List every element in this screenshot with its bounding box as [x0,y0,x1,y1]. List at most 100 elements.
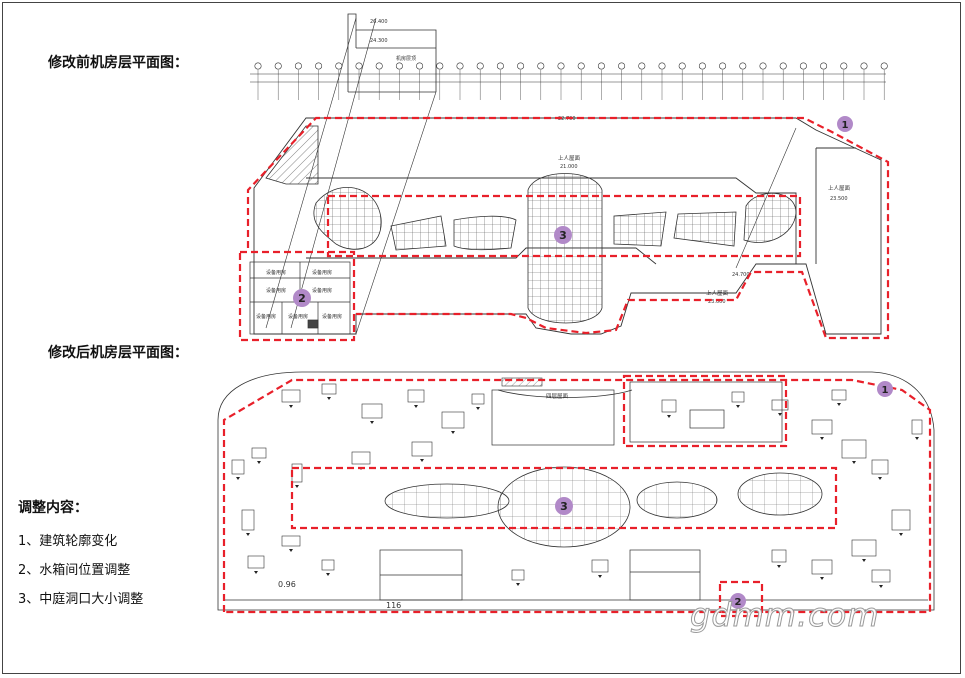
axis-bubble [375,62,383,70]
axis-bubble [517,62,525,70]
axis-bubble [719,62,727,70]
watermark-logo: gdmm.com [689,596,880,635]
hatched-stair-area [265,125,319,185]
equipment-unit [891,509,911,531]
after-atrium-1 [384,483,510,519]
stair-label: 四层屋面 [546,393,569,400]
svg-text:2: 2 [298,292,306,305]
axis-bubble [315,62,323,70]
elev-top-label: 26.400 [370,19,388,25]
svg-text:3: 3 [559,229,567,242]
equipment-unit [281,535,301,547]
equipment-unit [731,391,745,403]
atrium-highlight-3 [326,194,802,258]
svg-text:1: 1 [882,385,889,396]
equipment-unit [251,447,267,459]
after-atrium-3 [636,481,718,519]
axis-bubble [840,62,848,70]
equipment-marker [257,461,261,464]
axis-bubble [759,62,767,70]
axis-bubble [395,62,403,70]
equipment-marker [246,533,250,536]
equipment-unit [231,459,245,475]
atrium-openings [313,173,797,324]
equipment-rooms [249,261,351,335]
axis-bubble [739,62,747,70]
equipment-unit [911,419,923,435]
axis-bubble [496,62,504,70]
adjustment-notes: 调整内容： 1、建筑轮廓变化 2、水箱间位置调整 3、中庭洞口大小调整 [18,497,208,617]
equipment-unit [361,403,383,419]
equipment-marker [451,431,455,434]
equipment-marker [370,421,374,424]
after-outline-highlight-1 [222,378,932,614]
equipment-unit [841,439,867,459]
equipment-marker [777,565,781,568]
eq-room-3: 设备用房 [266,287,286,294]
equipment-marker [289,405,293,408]
equipment-marker [837,403,841,406]
equipment-marker [820,437,824,440]
atrium-hole-4 [613,211,667,247]
svg-text:2: 2 [735,597,742,608]
atrium-hole-3 [453,215,517,251]
equipment-unit [291,463,303,483]
axis-bubble [355,62,363,70]
axis-bubble [618,62,626,70]
equipment-marker [879,585,883,588]
axis-bubble [436,62,444,70]
after-atrium-highlight-3 [290,466,838,530]
equipment-unit [871,569,891,583]
outline-highlight-1 [246,116,890,340]
equipment-marker [878,477,882,480]
equipment-marker [820,577,824,580]
equipment-unit [247,555,265,569]
equipment-marker [254,571,258,574]
svg-text:3: 3 [560,500,568,513]
before-floor-plan: 26.400 24.300 机房层顶 22.700 上人屋面 21.000 上人… [238,13,890,342]
grid-axis-row [254,62,888,100]
axis-bubble [860,62,868,70]
roof-a-label: 上人屋面 [558,154,581,162]
axis-bubble [779,62,787,70]
equipment-marker [326,573,330,576]
marker-1: 1 [837,116,853,132]
axis-bubble [557,62,565,70]
equipment-unit [321,383,337,395]
equipment-unit [851,539,877,557]
eq-room-2: 设备用房 [312,269,332,276]
equipment-marker [915,437,919,440]
notes-heading: 调整内容： [18,500,88,516]
small-elev-label: 24.700 [732,272,750,278]
axis-bubble [799,62,807,70]
equipment-unit [811,559,833,575]
elev-mid-label: 24.300 [370,38,388,44]
axis-bubble [698,62,706,70]
equipment-unit [281,389,301,403]
atrium-hole-6 [743,192,797,243]
after-atrium-openings [384,466,823,548]
after-plan-title: 修改后机房层平面图： [48,345,188,361]
note-item-1: 1、建筑轮廓变化 [18,534,118,549]
after-marker-1: 1 [877,381,893,397]
equipment-marker [778,413,782,416]
eq-room-4: 设备用房 [312,287,332,294]
axis-bubble [658,62,666,70]
equipment-marker [414,405,418,408]
after-atrium-4 [737,472,823,516]
axis-bubble [577,62,585,70]
equipment-marker [236,477,240,480]
atrium-hole-center [527,173,603,324]
axis-bubble [456,62,464,70]
equipment-unit [771,399,789,411]
roof-c-elev: 23.000 [708,299,726,305]
equipment-marker [852,461,856,464]
atrium-hole-1 [313,187,382,250]
axis-bubble [537,62,545,70]
axis-bubble [476,62,484,70]
roof-b-label: 上人屋面 [828,184,851,192]
equipment-layer [231,383,923,588]
axis-bubble [638,62,646,70]
after-water-tank-highlight [622,374,788,448]
equipment-marker [862,559,866,562]
